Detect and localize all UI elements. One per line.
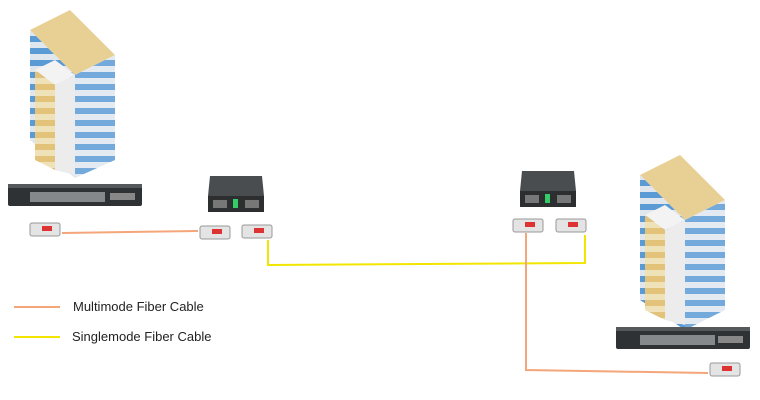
media-converter-right [520,171,576,207]
sfp-module [29,222,61,237]
switch-right [616,327,750,349]
sfp-module [555,218,587,233]
legend-label-singlemode: Singlemode Fiber Cable [72,329,212,344]
building-right [640,155,725,330]
building-left [30,10,115,178]
legend-label-multimode: Multimode Fiber Cable [73,299,204,314]
sfp-module [241,224,273,239]
switch-left [8,184,142,206]
sfp-module [199,225,231,240]
sfp-module [709,362,741,377]
multimode-cable [61,230,199,234]
media-converter-left [208,176,264,212]
singlemode-cable [267,235,586,267]
sfp-module [512,218,544,233]
multimode-cable [525,233,709,374]
